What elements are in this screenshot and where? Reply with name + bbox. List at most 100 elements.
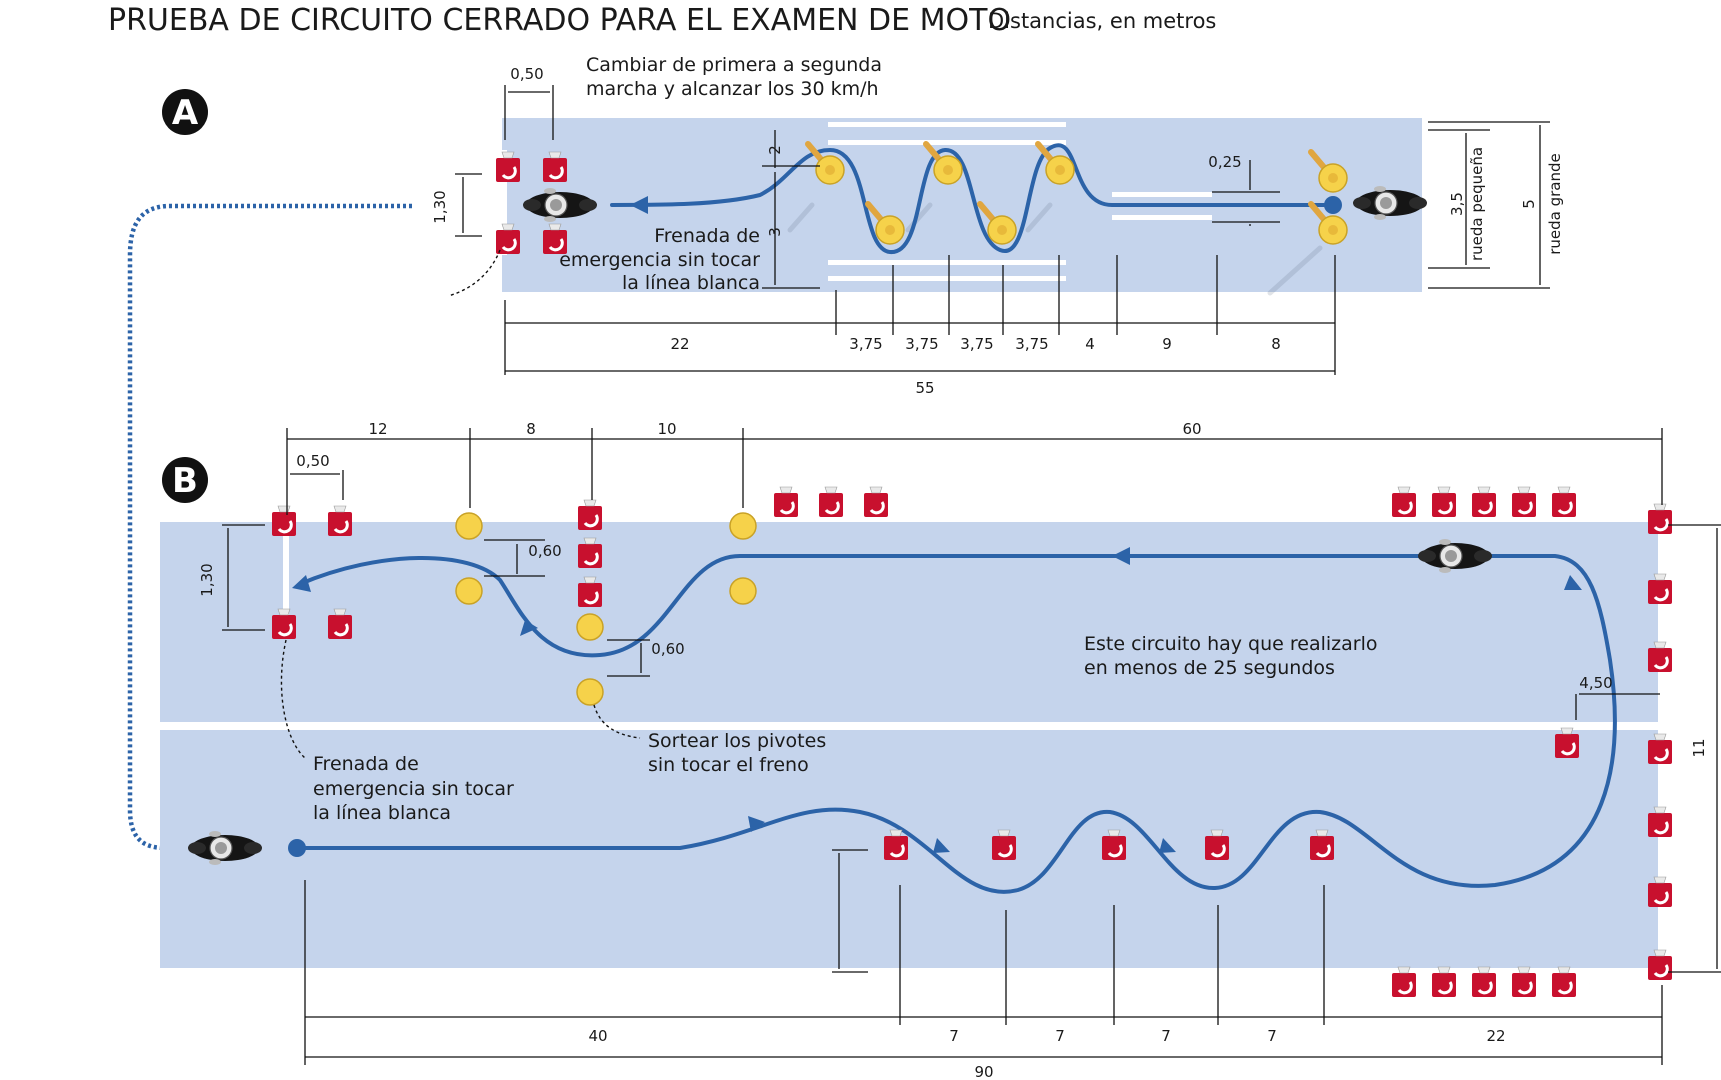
page-subtitle: Distancias, en metros (988, 9, 1216, 33)
dim-b-total-height: 11 (1690, 738, 1708, 757)
route-path-a (610, 143, 1332, 255)
time-note-line1: Este circuito hay que realizarlo (1084, 633, 1378, 655)
dim-b-top-12: 12 (368, 420, 387, 438)
cone-icon (1430, 485, 1458, 519)
path-arrow-b5 (1159, 838, 1176, 853)
section-badge-b-label: B (172, 461, 198, 501)
dim-a-lane: 0,25 (1208, 153, 1241, 171)
divider-b (160, 722, 1658, 730)
path-arrow-b3 (748, 816, 765, 832)
route-path-b (296, 554, 1617, 894)
brake-line-a (502, 150, 507, 255)
leader-line-a (447, 249, 501, 297)
connector-a-to-b (127, 203, 412, 851)
leader-line-b1 (280, 639, 306, 759)
start-dot-icon (288, 839, 306, 857)
lane-line-a6 (1112, 215, 1212, 220)
section-badge-a (162, 89, 208, 135)
path-arrow-b2 (1112, 547, 1130, 565)
cone-icon (1550, 965, 1578, 999)
path-arrow-b4 (933, 838, 950, 853)
pivot-note-line2: sin tocar el freno (648, 754, 809, 776)
cone-icon (772, 485, 800, 519)
section-badge-b (162, 457, 208, 503)
cone-icon (1510, 965, 1538, 999)
path-arrow-b1 (292, 575, 311, 592)
section-badge-a-label: A (172, 93, 199, 133)
cone-icon (1390, 485, 1418, 519)
dim-b-top-10: 10 (657, 420, 676, 438)
pivot-icon (729, 577, 757, 605)
dimensions-a (455, 85, 1550, 375)
path-arrow-b6 (1564, 575, 1582, 590)
cone-icon (1470, 965, 1498, 999)
path-arrow-a (630, 196, 648, 214)
dim-a-seg-4: 4 (1085, 335, 1095, 353)
cone-icon (1470, 485, 1498, 519)
dim-a-seg-s2: 3,75 (905, 335, 938, 353)
section-b: B Este circuito hay que realizarlo en me… (160, 420, 1721, 1080)
pivot-note-line1: Sortear los pivotes (648, 730, 826, 752)
dim-b-brake-height: 1,30 (198, 563, 216, 596)
dim-a-small-wheel-label: rueda pequeña (1468, 147, 1486, 261)
brake-note-b-line2: emergencia sin tocar (313, 778, 514, 800)
lane-line-a1 (828, 122, 1066, 127)
dim-a-total: 55 (915, 379, 934, 397)
dim-b-turn-width: 4,50 (1579, 674, 1612, 692)
dim-b-total: 90 (974, 1063, 993, 1080)
dim-a-brake-height: 1,30 (431, 190, 449, 223)
dim-b-bot-7c: 7 (1161, 1027, 1171, 1045)
dim-b-bot-7a: 7 (949, 1027, 959, 1045)
lane-line-a5 (1112, 192, 1212, 197)
section-a: A Cambiar de primera a segunda marcha y … (162, 54, 1564, 397)
dim-b-pivot-gap2: 0,60 (651, 640, 684, 658)
dim-b-pivot-gap1: 0,60 (528, 542, 561, 560)
brake-note-a-line3: la línea blanca (622, 272, 760, 294)
pivot-icon (455, 512, 483, 540)
brake-line-b (283, 535, 289, 620)
cone-icon (326, 504, 354, 538)
dim-a-big-wheel-label: rueda grande (1546, 153, 1564, 255)
lane-line-a2 (828, 140, 1066, 145)
pivot-icon (455, 577, 483, 605)
lane-line-a3 (828, 260, 1066, 265)
time-note-line2: en menos de 25 segundos (1084, 657, 1335, 679)
dimensions-b (222, 428, 1721, 1065)
brake-note-b-line1: Frenada de (313, 753, 419, 775)
dim-b-entry-width: 0,50 (296, 452, 329, 470)
cone-icon (1390, 965, 1418, 999)
lane-line-a4 (828, 276, 1066, 281)
dim-a-seg-s3: 3,75 (960, 335, 993, 353)
dim-a-seg-9: 9 (1162, 335, 1172, 353)
cone-icon (1430, 965, 1458, 999)
brake-note-a-line2: emergencia sin tocar (559, 249, 760, 271)
cone-icon (576, 498, 604, 532)
cone-icon (1646, 502, 1674, 536)
dim-b-bot-22: 22 (1486, 1027, 1505, 1045)
brake-note-b-line3: la línea blanca (313, 802, 451, 824)
dim-b-bot-7b: 7 (1055, 1027, 1065, 1045)
cone-icon (862, 485, 890, 519)
start-dot-icon (1324, 196, 1342, 214)
note-a-line2: marcha y alcanzar los 30 km/h (586, 78, 879, 100)
cone-icon (270, 504, 298, 538)
dim-a-entry-width: 0,50 (510, 65, 543, 83)
note-a-line1: Cambiar de primera a segunda (586, 54, 882, 76)
cone-icon (1510, 485, 1538, 519)
page-title: PRUEBA DE CIRCUITO CERRADO PARA EL EXAME… (108, 3, 1011, 38)
dim-b-bot-40: 40 (588, 1027, 607, 1045)
path-arrow-b7 (520, 620, 538, 636)
dim-a-seg-22: 22 (670, 335, 689, 353)
pivot-icon (729, 512, 757, 540)
pivot-icon (576, 613, 604, 641)
dim-a-small-wheel-value: 3,5 (1448, 192, 1466, 216)
dim-b-top-8: 8 (526, 420, 536, 438)
cone-icon (1550, 485, 1578, 519)
brake-note-a-line1: Frenada de (654, 225, 760, 247)
dim-a-top-offset: 2 (766, 145, 784, 155)
dim-b-top-60: 60 (1182, 420, 1201, 438)
dim-a-seg-s1: 3,75 (849, 335, 882, 353)
dim-b-bot-7d: 7 (1267, 1027, 1277, 1045)
